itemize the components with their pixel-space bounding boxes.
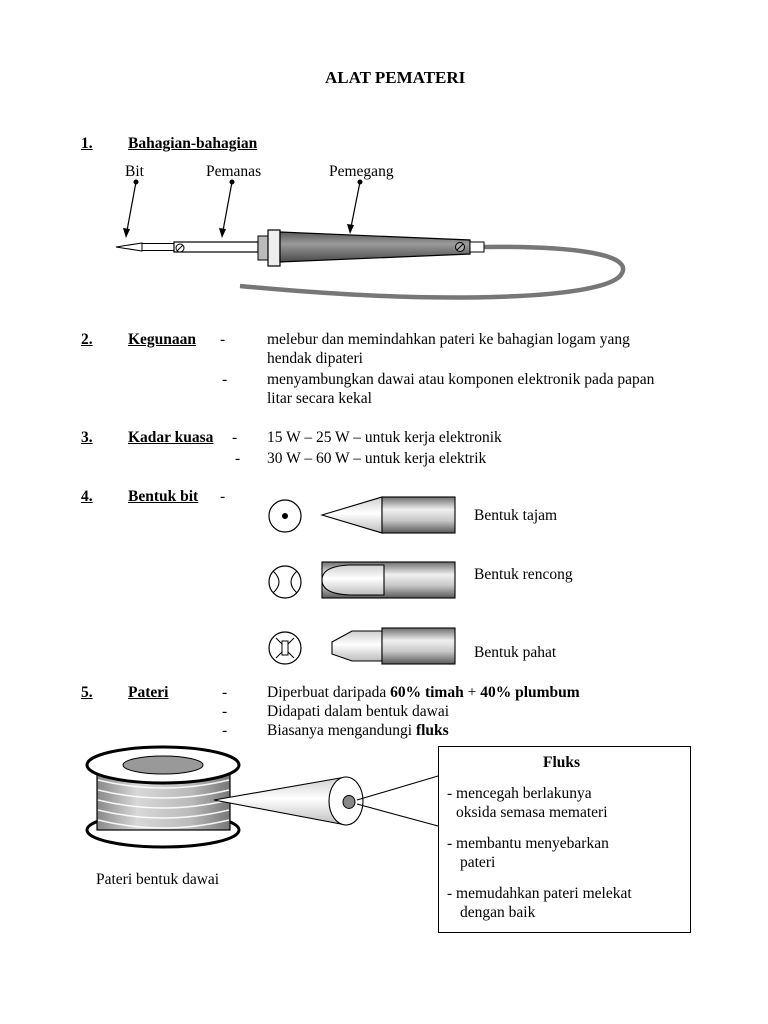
bit-tajam <box>268 496 456 534</box>
s5-number: 5. <box>81 684 93 701</box>
s2-item1-line1: melebur dan memindahkan pateri ke bahagi… <box>267 331 630 348</box>
s2-item1-line2: hendak dipateri <box>267 350 363 367</box>
s2-dash: - <box>220 331 226 348</box>
shape-label-pahat: Bentuk pahat <box>474 644 557 661</box>
s5-line1: Diperbuat daripada 60% timah + 40% plumb… <box>267 684 580 701</box>
pointer-pemegang <box>347 179 363 234</box>
fluks-item3-line2: dengan baik <box>460 904 536 921</box>
shape-label-tajam: Bentuk tajam <box>474 507 558 524</box>
fluks-item3-line1: - memudahkan pateri melekat <box>447 885 632 902</box>
s2-item2-line2: litar secara kekal <box>267 390 372 407</box>
bit-rencong <box>268 561 456 599</box>
power-cord <box>239 244 626 300</box>
fluks-item1-line2: oksida semasa memateri <box>456 804 608 821</box>
s2-heading: Kegunaan <box>128 331 197 348</box>
s3-number: 3. <box>81 429 93 446</box>
s3-item1: 15 W – 25 W – untuk kerja elektronik <box>267 429 502 446</box>
label-pemanas: Pemanas <box>206 163 262 180</box>
s5-line2: Didapati dalam bentuk dawai <box>267 703 450 720</box>
s5-dash-1: - <box>222 684 228 701</box>
spool-caption: Pateri bentuk dawai <box>96 871 220 888</box>
label-pemegang: Pemegang <box>329 163 394 180</box>
s5-line3: Biasanya mengandungi fluks <box>267 722 449 739</box>
s1-heading: Bahagian-bahagian <box>128 135 258 152</box>
s3-dash: - <box>232 429 238 446</box>
s5-dash-3: - <box>222 722 228 739</box>
fluks-item2-line2: pateri <box>460 854 496 871</box>
page-title: ALAT PEMATERI <box>325 68 466 87</box>
label-bit: Bit <box>125 163 144 180</box>
s5-heading: Pateri <box>128 684 169 701</box>
fluks-title: Fluks <box>543 754 581 771</box>
bit-pahat <box>268 627 456 665</box>
s2-dash-2: - <box>222 371 228 388</box>
s1-number: 1. <box>81 135 93 152</box>
s2-item2-line1: menyambungkan dawai atau komponen elektr… <box>267 371 655 388</box>
shape-label-rencong: Bentuk rencong <box>474 566 573 583</box>
fluks-item1-line1: - mencegah berlakunya <box>447 785 592 802</box>
s3-heading: Kadar kuasa <box>128 429 214 446</box>
pointer-bit <box>123 179 139 238</box>
fluks-box <box>438 746 691 933</box>
s4-dash: - <box>220 488 226 505</box>
s3-dash-2: - <box>235 450 241 467</box>
solder-spool <box>85 745 364 849</box>
pointer-pemanas <box>219 179 235 238</box>
fluks-item2-line1: - membantu menyebarkan <box>447 835 609 852</box>
s3-item2: 30 W – 60 W – untuk kerja elektrik <box>267 450 487 467</box>
fluks-connectors <box>356 775 439 827</box>
s4-heading: Bentuk bit <box>128 488 199 505</box>
s2-number: 2. <box>81 331 93 348</box>
s4-number: 4. <box>81 488 93 505</box>
soldering-iron-diagram <box>115 179 626 300</box>
s5-dash-2: - <box>222 703 228 720</box>
